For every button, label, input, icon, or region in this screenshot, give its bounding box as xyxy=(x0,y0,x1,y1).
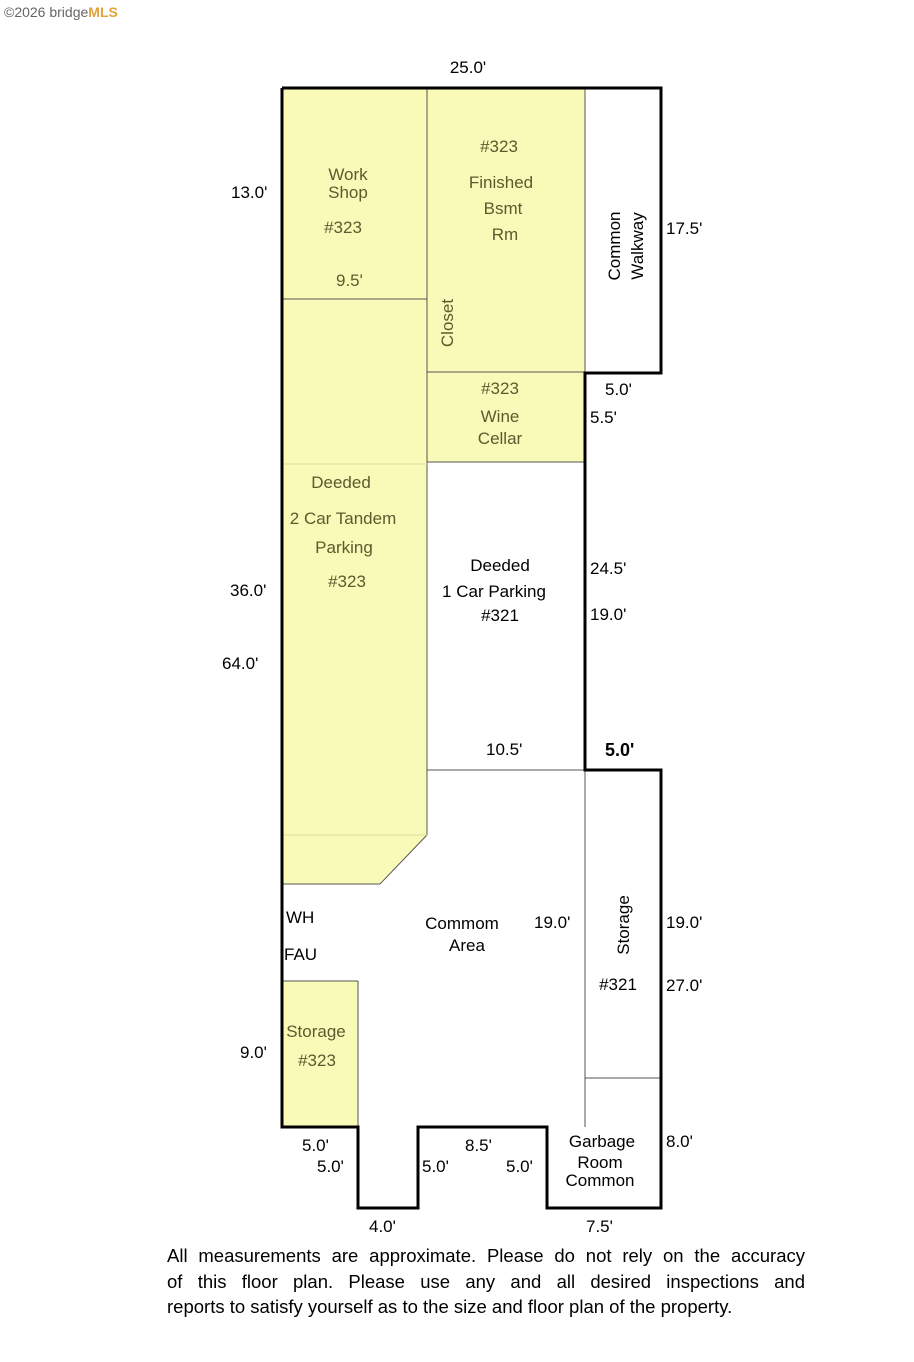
common-walkway-line-2: Walkway xyxy=(628,212,647,280)
dim-garbage-width: 7.5' xyxy=(586,1217,613,1236)
common-area-line-2: Area xyxy=(449,936,485,955)
common-area-label: Commom Area xyxy=(425,914,499,955)
dim-workshop-height: 13.0' xyxy=(231,183,267,202)
finished-bsmt-line-2: Bsmt xyxy=(484,199,523,218)
dim-bottom-5b: 5.0' xyxy=(317,1157,344,1176)
tandem-unit: #323 xyxy=(328,572,366,591)
disclaimer: All measurements are approximate. Please… xyxy=(167,1243,805,1320)
wine-cellar-label: #323 Wine Cellar xyxy=(478,379,523,448)
wine-cellar-line-1: Wine xyxy=(481,407,520,426)
tandem-line-1: Deeded xyxy=(311,473,371,492)
storage-321-label: Storage #321 xyxy=(599,895,637,994)
dim-garbage-height: 8.0' xyxy=(666,1132,693,1151)
dim-storage-right-b: 27.0' xyxy=(666,976,702,995)
garbage-room-label: Garbage Room Common xyxy=(566,1132,636,1190)
dimension-labels: 25.0' 13.0' 9.5' 17.5' 5.0' 5.5' 36.0' 6… xyxy=(222,58,702,1236)
watermark-copyright: ©2026 bridge xyxy=(4,4,89,20)
fill-tandem-parking xyxy=(282,300,427,884)
tandem-line-2: 2 Car Tandem xyxy=(290,509,396,528)
fill-storage-323 xyxy=(282,981,358,1127)
garbage-line-3: Common xyxy=(566,1171,635,1190)
fau-label: FAU xyxy=(284,945,317,964)
watermark-brand: MLS xyxy=(88,4,118,20)
dim-bottom-5c: 5.0' xyxy=(422,1157,449,1176)
wh-label: WH xyxy=(286,908,314,927)
storage-323-label: Storage #323 xyxy=(286,1022,346,1070)
watermark: ©2026 bridgeMLS xyxy=(4,4,118,20)
common-area-line-1: Commom xyxy=(425,914,499,933)
dim-bottom-40: 4.0' xyxy=(369,1217,396,1236)
dim-bottom-5a: 5.0' xyxy=(302,1136,329,1155)
workshop-label: Work Shop #323 xyxy=(324,165,368,237)
exterior-outline xyxy=(280,86,663,1210)
common-walkway-line-1: Common xyxy=(605,212,624,281)
dim-overall-height: 64.0' xyxy=(222,654,258,673)
storage-321-unit: #321 xyxy=(599,975,637,994)
storage-323-unit: #323 xyxy=(298,1051,336,1070)
tandem-line-3: Parking xyxy=(315,538,373,557)
dim-walkway-height: 17.5' xyxy=(666,219,702,238)
dim-common-area-height: 19.0' xyxy=(534,913,570,932)
finished-bsmt-unit: #323 xyxy=(480,137,518,156)
wine-cellar-unit: #323 xyxy=(481,379,519,398)
dim-bottom-85: 8.5' xyxy=(465,1136,492,1155)
dim-storage-323-height: 9.0' xyxy=(240,1043,267,1062)
workshop-unit: #323 xyxy=(324,218,362,237)
finished-bsmt-line-3: Rm xyxy=(492,225,518,244)
dim-workshop-width: 9.5' xyxy=(336,271,363,290)
dim-right-mid-b: 19.0' xyxy=(590,605,626,624)
dim-storage-right-a: 19.0' xyxy=(666,913,702,932)
one-car-unit: #321 xyxy=(481,606,519,625)
disclaimer-line-3: reports to satisfy yourself as to the si… xyxy=(167,1296,733,1317)
dim-right-mid-a: 24.5' xyxy=(590,559,626,578)
fill-wine-cellar xyxy=(427,373,585,462)
wine-cellar-line-2: Cellar xyxy=(478,429,523,448)
wall-tandem-chamfer xyxy=(379,834,428,885)
garbage-line-1: Garbage xyxy=(569,1132,635,1151)
dim-wine-cellar-height: 5.5' xyxy=(590,408,617,427)
dim-one-car-width: 10.5' xyxy=(486,740,522,759)
one-car-line-2: 1 Car Parking xyxy=(442,582,546,601)
dim-bottom-5d: 5.0' xyxy=(506,1157,533,1176)
dim-walkway-bottom: 5.0' xyxy=(605,380,632,399)
disclaimer-line-2: of this floor plan. Please use any and a… xyxy=(167,1270,805,1292)
tandem-parking-label: Deeded 2 Car Tandem Parking #323 xyxy=(290,473,396,591)
one-car-line-1: Deeded xyxy=(470,556,530,575)
dim-tandem-height: 36.0' xyxy=(230,581,266,600)
dim-top-width: 25.0' xyxy=(450,58,486,77)
finished-bsmt-label: #323 Finished Bsmt Rm xyxy=(469,137,533,244)
storage-323-line-1: Storage xyxy=(286,1022,346,1041)
disclaimer-line-1: All measurements are approximate. Please… xyxy=(167,1245,805,1266)
dim-storage-step: 5.0' xyxy=(605,740,634,760)
one-car-parking-label: Deeded 1 Car Parking #321 xyxy=(442,556,546,625)
garbage-line-2: Room xyxy=(577,1153,622,1172)
workshop-line-1: Work xyxy=(328,165,368,184)
finished-bsmt-line-1: Finished xyxy=(469,173,533,192)
common-walkway-label: Common Walkway xyxy=(605,212,647,281)
workshop-line-2: Shop xyxy=(328,183,368,202)
closet-label: Closet xyxy=(438,299,457,347)
storage-321-line-1: Storage xyxy=(614,895,633,955)
